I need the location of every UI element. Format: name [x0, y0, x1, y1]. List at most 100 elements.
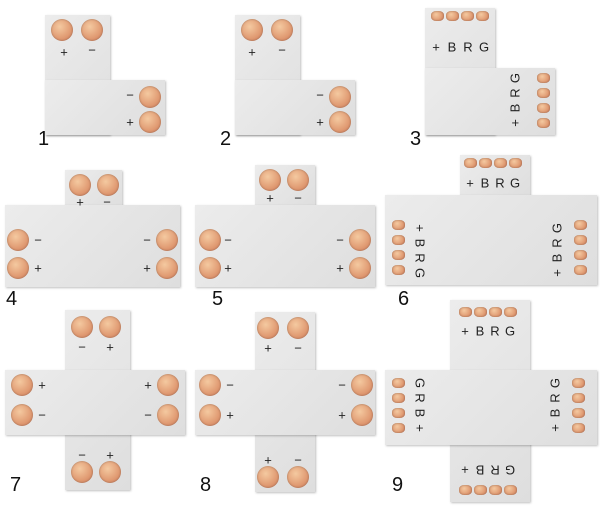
- connector-board: [5, 370, 185, 435]
- pin-label: −: [78, 447, 86, 463]
- contact-pad: [445, 11, 459, 21]
- contact-pad: [157, 374, 179, 396]
- contact-pad: [287, 317, 309, 339]
- contact-pad: [271, 19, 293, 41]
- pin-label: R: [490, 462, 500, 478]
- contact-pad: [351, 404, 373, 426]
- pin-label: +: [264, 452, 272, 468]
- pin-label: G: [478, 39, 490, 55]
- pin-label: −: [278, 42, 286, 58]
- contact-pad: [503, 307, 517, 317]
- contact-pad: [287, 466, 309, 488]
- contact-pad: [508, 158, 522, 168]
- pin-label: +: [316, 114, 324, 130]
- contact-pad: [458, 307, 472, 317]
- contact-pad: [11, 374, 33, 396]
- contact-pad: [391, 423, 405, 433]
- pin-label: +: [338, 407, 346, 423]
- contact-pad: [329, 86, 351, 108]
- pin-label: +: [76, 194, 84, 210]
- connector-board: [385, 195, 597, 285]
- pin-label: +: [224, 260, 232, 276]
- contact-pad: [536, 73, 550, 83]
- contact-pad: [478, 158, 492, 168]
- contact-pad: [536, 118, 550, 128]
- contact-pad: [97, 174, 119, 196]
- contact-pad: [391, 393, 405, 403]
- contact-pad: [391, 378, 405, 388]
- contact-pad: [139, 111, 161, 133]
- pin-label: −: [126, 87, 134, 103]
- contact-pad: [488, 307, 502, 317]
- connector-number: 2: [220, 128, 232, 150]
- pin-label: +: [461, 323, 469, 339]
- contact-pad: [573, 250, 587, 260]
- pin-label: R: [547, 393, 563, 403]
- contact-pad: [473, 307, 487, 317]
- contact-pad: [156, 229, 178, 251]
- contact-pad: [349, 229, 371, 251]
- pin-label: +: [34, 260, 42, 276]
- pin-label: +: [336, 260, 344, 276]
- contact-pad: [157, 404, 179, 426]
- pin-label: +: [126, 114, 134, 130]
- pin-label: R: [507, 88, 523, 98]
- contact-pad: [391, 250, 405, 260]
- pin-label: B: [412, 408, 428, 418]
- contact-pad: [99, 461, 121, 483]
- pin-label: +: [144, 377, 152, 393]
- contact-pad: [287, 169, 309, 191]
- pin-label: +: [507, 119, 523, 127]
- pin-label: −: [316, 87, 324, 103]
- pin-label: B: [549, 253, 565, 263]
- contact-pad: [156, 257, 178, 279]
- pin-label: R: [412, 253, 428, 263]
- pin-label: +: [106, 447, 114, 463]
- contact-pad: [71, 316, 93, 338]
- pin-label: +: [412, 424, 428, 432]
- pin-label: −: [88, 42, 96, 58]
- contact-pad: [11, 404, 33, 426]
- contact-pad: [463, 158, 477, 168]
- connector-number: 8: [200, 474, 212, 496]
- connector-number: 6: [398, 288, 410, 310]
- pin-label: −: [294, 190, 302, 206]
- pin-label: R: [549, 238, 565, 248]
- pin-label: −: [34, 232, 42, 248]
- pin-label: B: [480, 175, 490, 191]
- contact-pad: [199, 374, 221, 396]
- pin-label: R: [490, 323, 500, 339]
- contact-pad: [241, 19, 263, 41]
- contact-pad: [99, 316, 121, 338]
- pin-label: +: [266, 190, 274, 206]
- contact-pad: [573, 265, 587, 275]
- pin-label: −: [226, 377, 234, 393]
- connector-number: 1: [38, 128, 50, 150]
- connector-board: [195, 370, 375, 435]
- contact-pad: [536, 103, 550, 113]
- contact-pad: [536, 88, 550, 98]
- contact-pad: [391, 235, 405, 245]
- pin-label: −: [103, 194, 111, 210]
- pin-label: +: [38, 377, 46, 393]
- contact-pad: [488, 485, 502, 495]
- pin-label: B: [475, 323, 485, 339]
- pin-label: +: [466, 175, 474, 191]
- pin-label: +: [412, 224, 428, 232]
- pin-label: −: [336, 232, 344, 248]
- pin-label: G: [504, 323, 516, 339]
- contact-pad: [571, 393, 585, 403]
- contact-pad: [69, 174, 91, 196]
- connector-number: 9: [392, 474, 404, 496]
- pin-label: B: [447, 39, 457, 55]
- contact-pad: [199, 404, 221, 426]
- connector-number: 7: [10, 474, 22, 496]
- pin-label: R: [412, 393, 428, 403]
- contact-pad: [199, 257, 221, 279]
- connector-number: 4: [6, 288, 18, 310]
- pin-label: −: [294, 340, 302, 356]
- contact-pad: [503, 485, 517, 495]
- contact-pad: [51, 19, 73, 41]
- contact-pad: [391, 265, 405, 275]
